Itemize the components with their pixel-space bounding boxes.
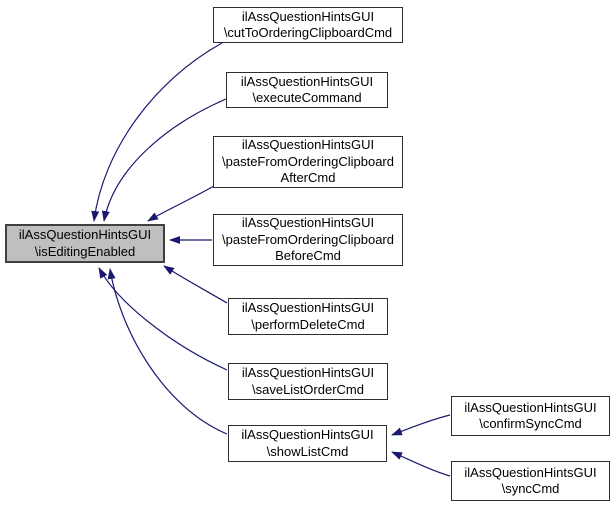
node-executeCommand-label: ilAssQuestionHintsGUI \executeCommand [240,73,374,106]
edge-showListCmd-to-isEditingEnabled [107,268,228,435]
edge-executeCommand-to-isEditingEnabled [101,98,227,222]
node-performDeleteCmd[interactable]: ilAssQuestionHintsGUI \performDeleteCmd [228,298,388,335]
node-cutToOrderingClipboardCmd-label: ilAssQuestionHintsGUI \cutToOrderingClip… [223,8,393,41]
edge-confirmSyncCmd-to-showListCmd [391,414,451,436]
node-syncCmd[interactable]: ilAssQuestionHintsGUI \syncCmd [451,461,610,501]
node-isEditingEnabled-label: ilAssQuestionHintsGUI \isEditingEnabled [18,227,152,259]
node-pasteFromOrderingClipboardBeforeCmd-label: ilAssQuestionHintsGUI \pasteFromOrdering… [222,215,394,264]
node-executeCommand[interactable]: ilAssQuestionHintsGUI \executeCommand [226,72,388,108]
node-performDeleteCmd-label: ilAssQuestionHintsGUI \performDeleteCmd [241,300,375,332]
edge-saveListOrderCmd-to-isEditingEnabled [98,267,228,371]
node-saveListOrderCmd-label: ilAssQuestionHintsGUI \saveListOrderCmd [241,365,375,397]
node-syncCmd-label: ilAssQuestionHintsGUI \syncCmd [464,464,597,497]
node-showListCmd[interactable]: ilAssQuestionHintsGUI \showListCmd [228,425,387,462]
edge-performDeleteCmd-to-isEditingEnabled [163,265,228,304]
node-saveListOrderCmd[interactable]: ilAssQuestionHintsGUI \saveListOrderCmd [228,363,388,400]
node-pasteFromOrderingClipboardAfterCmd-label: ilAssQuestionHintsGUI \pasteFromOrdering… [222,137,394,186]
node-showListCmd-label: ilAssQuestionHintsGUI \showListCmd [241,427,374,459]
node-confirmSyncCmd-label: ilAssQuestionHintsGUI \confirmSyncCmd [464,399,597,432]
node-pasteFromOrderingClipboardAfterCmd[interactable]: ilAssQuestionHintsGUI \pasteFromOrdering… [213,136,403,188]
node-isEditingEnabled: ilAssQuestionHintsGUI \isEditingEnabled [5,224,165,263]
node-confirmSyncCmd[interactable]: ilAssQuestionHintsGUI \confirmSyncCmd [451,396,610,436]
edge-syncCmd-to-showListCmd [391,451,451,477]
edge-pasteFromOrderingClipboardAfterCmd-to-isEditingEnabled [147,185,215,222]
edge-cutToOrderingClipboardCmd-to-isEditingEnabled [91,42,223,222]
node-cutToOrderingClipboardCmd[interactable]: ilAssQuestionHintsGUI \cutToOrderingClip… [213,7,403,43]
node-pasteFromOrderingClipboardBeforeCmd[interactable]: ilAssQuestionHintsGUI \pasteFromOrdering… [213,214,403,266]
